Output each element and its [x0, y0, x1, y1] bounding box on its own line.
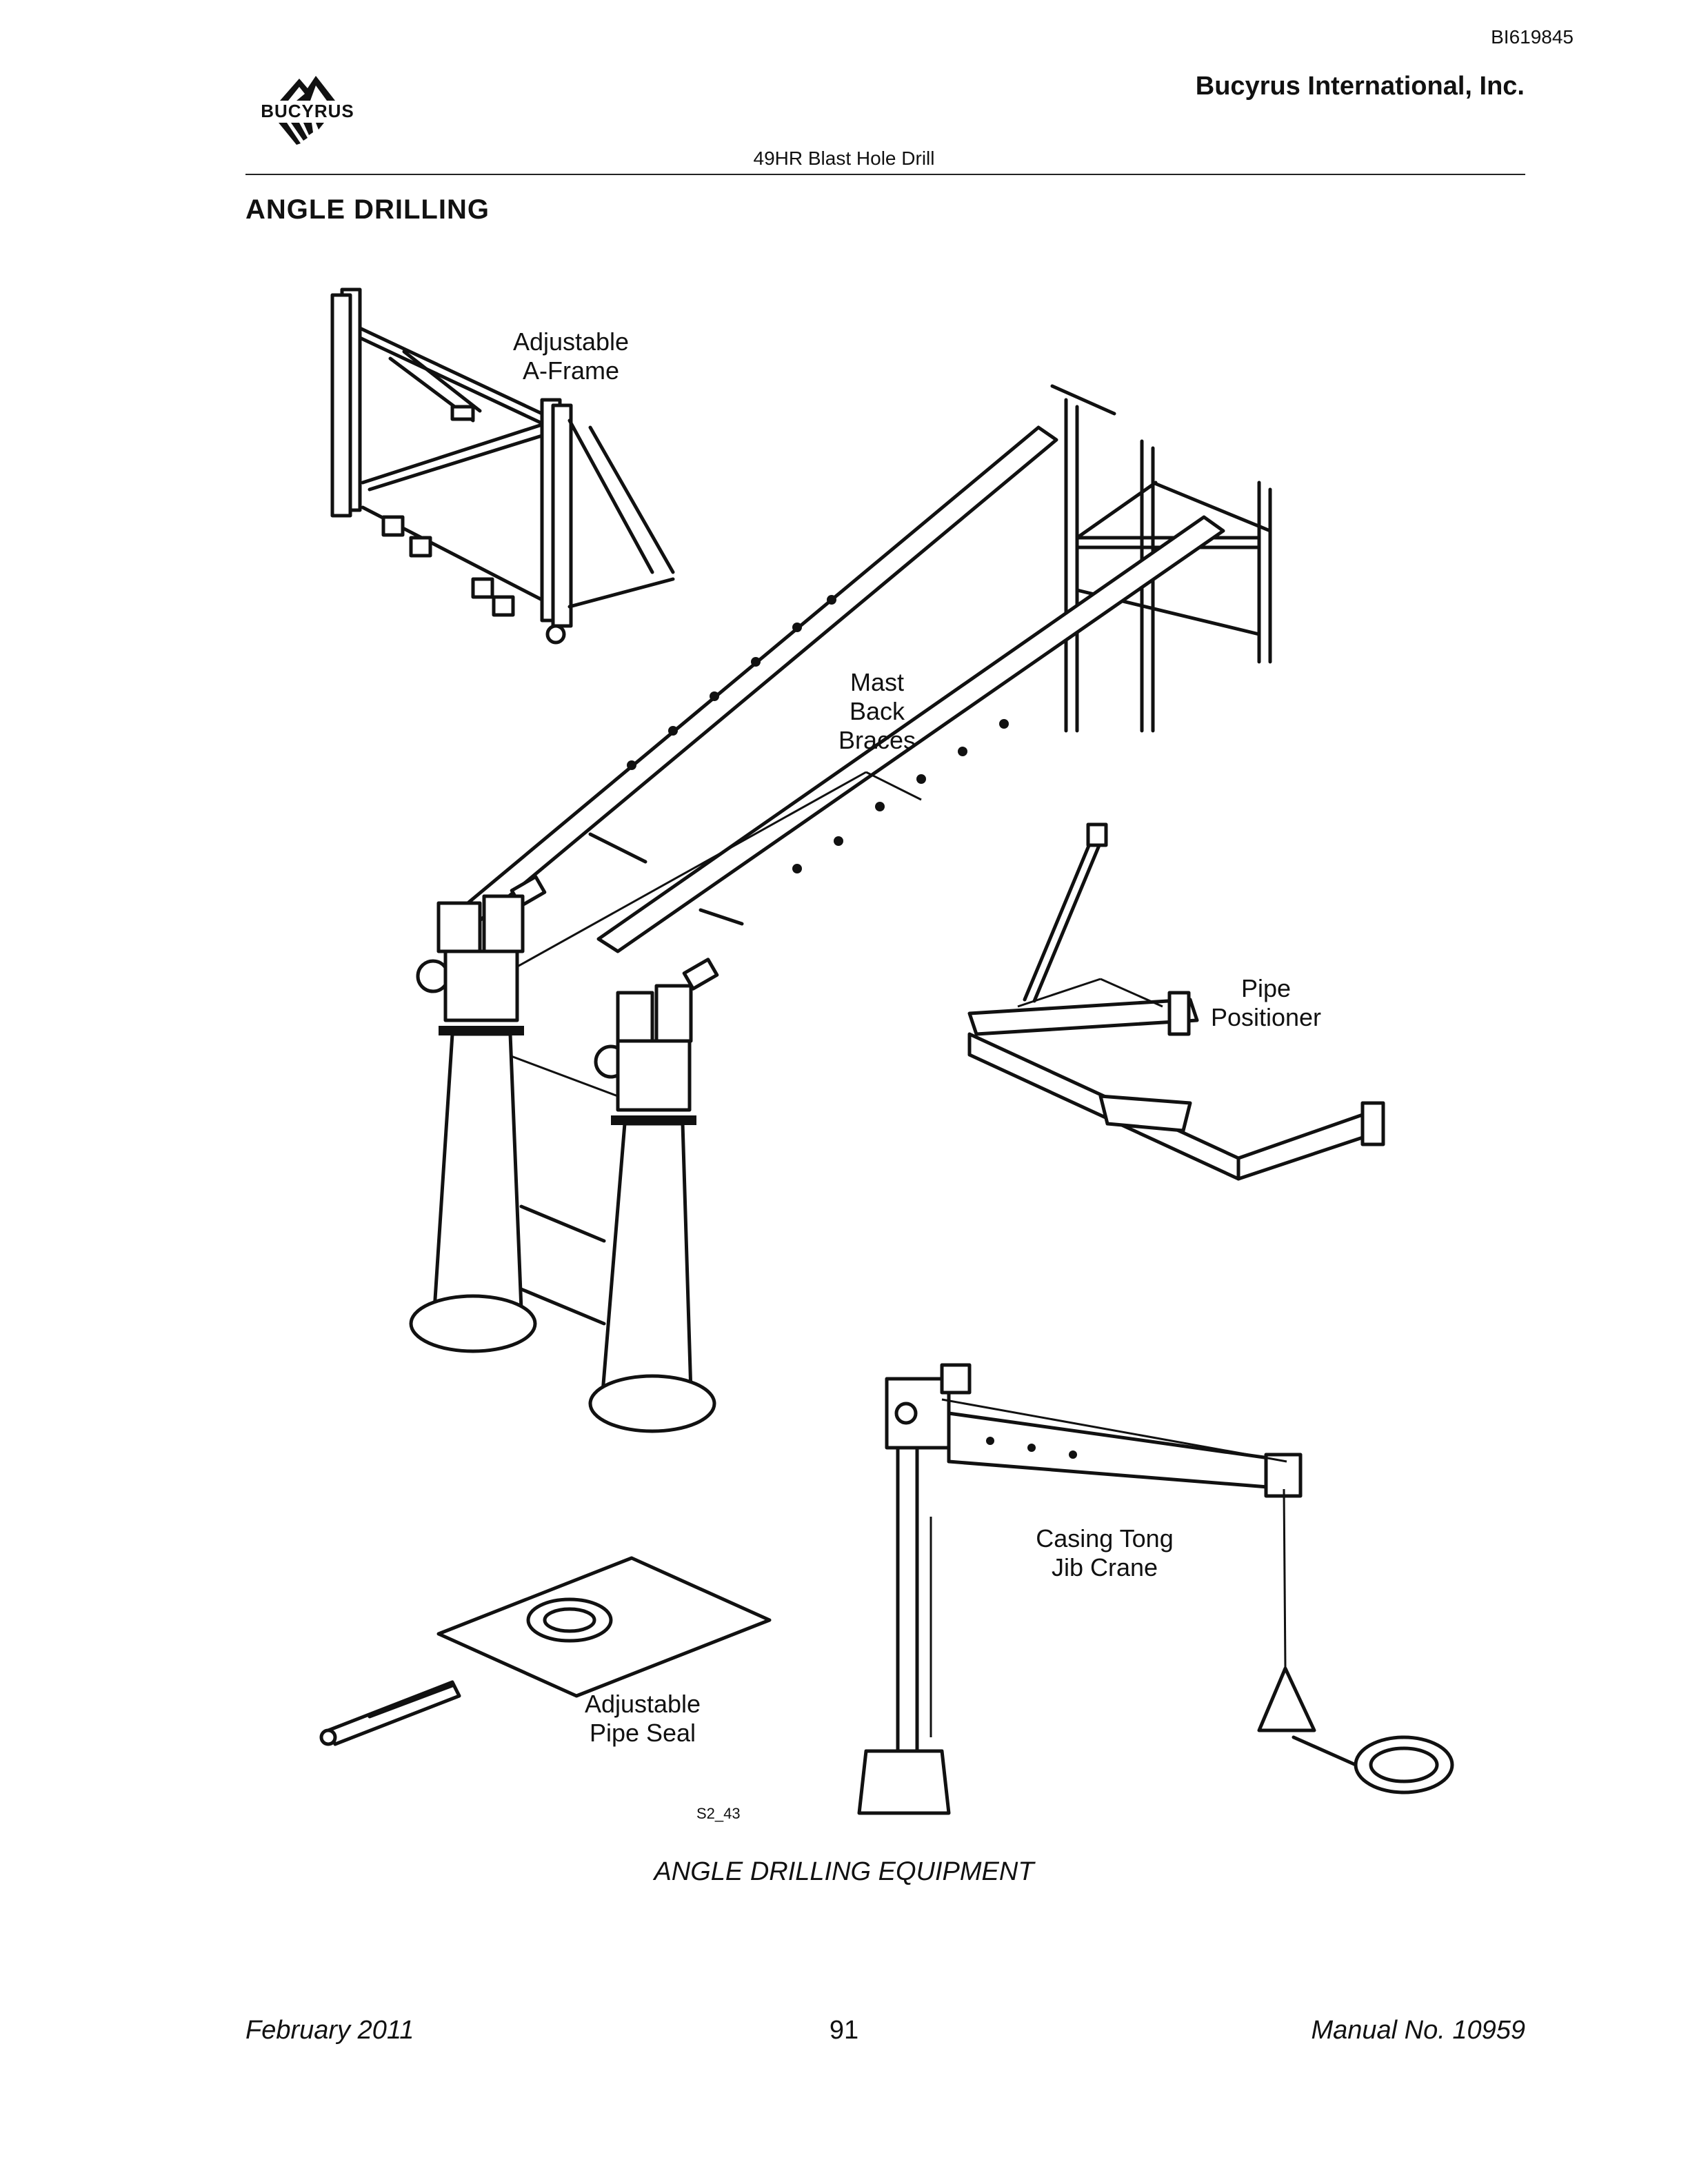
header-divider: [245, 174, 1525, 175]
mast-braces-label-line-2: Back: [850, 697, 905, 725]
pipe-seal-label-line-1: Adjustable: [585, 1690, 701, 1718]
figure-code: S2_43: [696, 1805, 741, 1822]
manual-number: Manual No. 10959: [1311, 2016, 1525, 2045]
pipe-positioner-drawing: [967, 822, 1385, 1181]
pipe-seal-drawing: [319, 1556, 772, 1746]
mast-legs-drawing: [409, 894, 716, 1433]
a-frame-drawing: [330, 287, 675, 645]
a-frame-label-line-1: Adjustable: [513, 327, 629, 356]
jib-crane-label-line-2: Jib Crane: [1052, 1553, 1158, 1581]
mast-braces-label-line-3: Braces: [838, 726, 916, 754]
pipe-positioner-label-line-1: Pipe: [1241, 974, 1291, 1002]
angle-drilling-illustration: Adjustable A-Frame Mast Back Braces Pipe…: [245, 276, 1525, 1861]
page-number: 91: [829, 2016, 859, 2045]
svg-text:BUCYRUS: BUCYRUS: [261, 101, 354, 121]
bucyrus-logo: BUCYRUS: [239, 66, 376, 152]
section-title: ANGLE DRILLING: [245, 194, 490, 225]
mast-braces-label-line-1: Mast: [850, 668, 904, 696]
pipe-seal-label-line-2: Pipe Seal: [590, 1719, 696, 1747]
pipe-positioner-label-line-2: Positioner: [1211, 1003, 1321, 1031]
document-subtitle: 49HR Blast Hole Drill: [753, 148, 935, 169]
document-id: BI619845: [1491, 26, 1574, 48]
jib-crane-drawing: [857, 1363, 1454, 1815]
company-name: Bucyrus International, Inc.: [1195, 72, 1525, 101]
jib-crane-label-line-1: Casing Tong: [1036, 1524, 1173, 1553]
footer-date: February 2011: [245, 2016, 414, 2045]
figure-caption: ANGLE DRILLING EQUIPMENT: [654, 1857, 1034, 1886]
a-frame-label-line-2: A-Frame: [523, 356, 619, 385]
